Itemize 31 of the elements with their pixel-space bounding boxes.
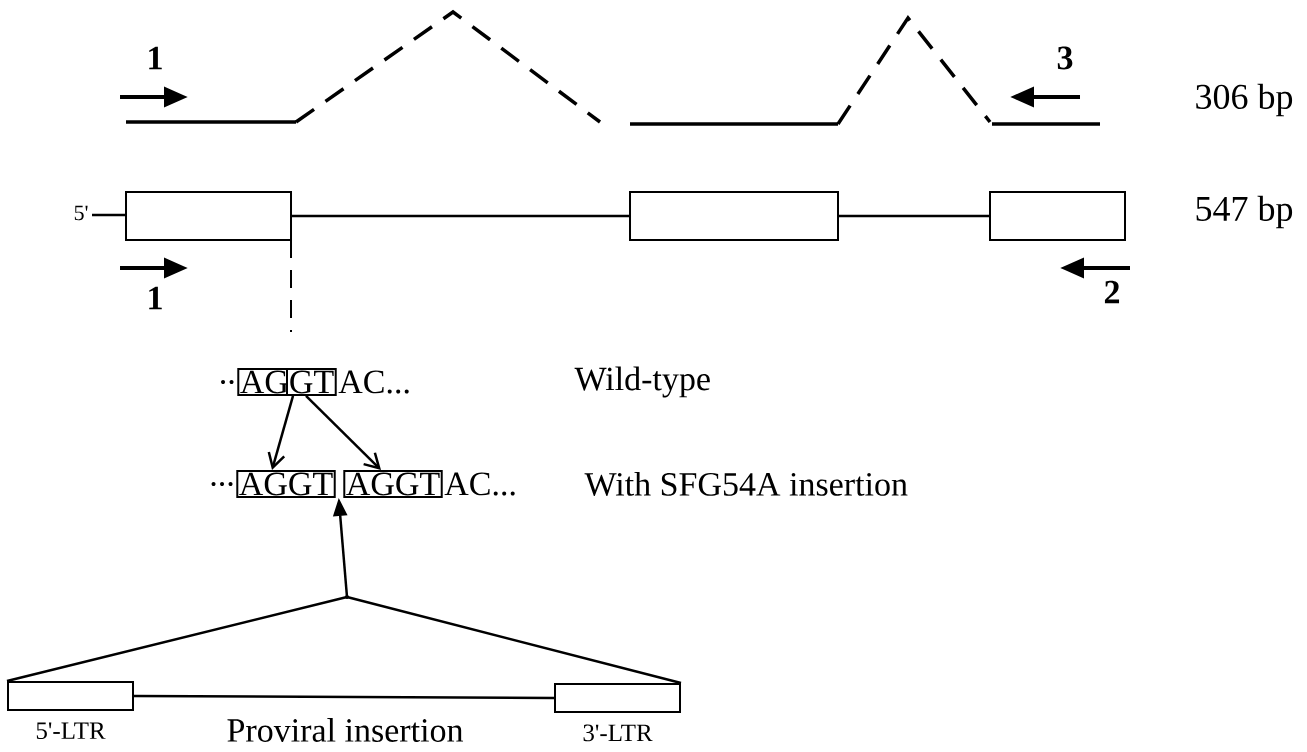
ltr-box bbox=[7, 681, 134, 711]
end-label: 5' bbox=[74, 205, 88, 221]
arrow bbox=[305, 395, 381, 471]
ltr-box bbox=[554, 683, 681, 713]
sequence-label: With SFG54A insertion bbox=[584, 471, 908, 497]
primer-number: 2 bbox=[1104, 280, 1120, 304]
sequence-text: AC... bbox=[444, 472, 515, 496]
ltr-label: 5'-LTR bbox=[36, 722, 106, 740]
connecting-line bbox=[839, 214, 989, 218]
insertion-label: Proviral insertion bbox=[227, 718, 464, 742]
dots: .. bbox=[221, 380, 234, 384]
arrow bbox=[267, 395, 295, 471]
dots: ... bbox=[211, 482, 233, 486]
ltr-label: 3'-LTR bbox=[583, 724, 653, 742]
exon-box bbox=[125, 191, 292, 241]
size-label: 547 bp bbox=[1196, 195, 1293, 229]
sequence-box: AGGT bbox=[343, 470, 443, 498]
exon-box bbox=[629, 191, 839, 241]
connecting-line bbox=[346, 595, 682, 685]
connecting-line bbox=[6, 595, 348, 683]
junction-point bbox=[345, 595, 349, 599]
primer-number: 1 bbox=[149, 286, 162, 310]
sequence-text: AC... bbox=[338, 370, 409, 394]
sequence-box: AGGT bbox=[236, 470, 336, 498]
primer-number: 1 bbox=[149, 46, 162, 70]
connecting-line bbox=[292, 214, 629, 218]
primer-number: 3 bbox=[1057, 46, 1073, 70]
exon-box bbox=[989, 191, 1126, 241]
size-label: 306 bp bbox=[1196, 83, 1293, 117]
connecting-line bbox=[134, 694, 554, 700]
sequence-label: Wild-type bbox=[574, 366, 710, 398]
